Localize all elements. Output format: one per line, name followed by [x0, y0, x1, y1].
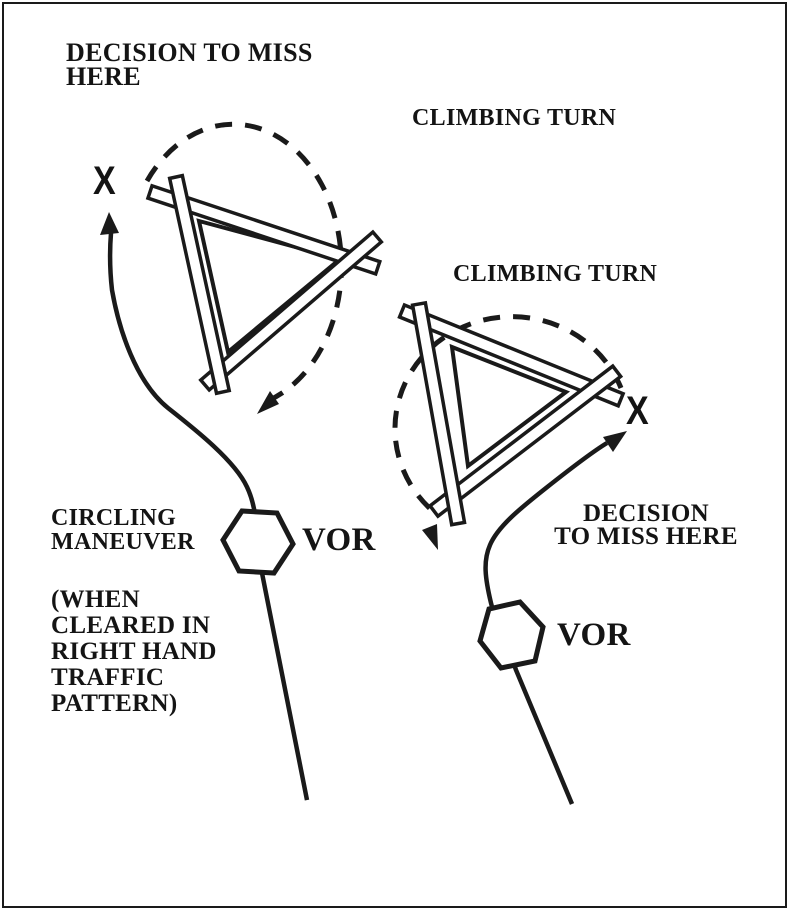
left-runway-symbol: [145, 173, 384, 396]
right-runway-inner-triangle: [449, 343, 571, 470]
left-climbing-turn-label: CLIMBING TURN: [412, 105, 617, 131]
right-diagram-art: [392, 300, 627, 805]
right-decision-to-miss-label: DECISION TO MISS HERE: [546, 500, 746, 550]
right-decision-line-1: DECISION: [582, 500, 710, 527]
right-climbing-turn-label: CLIMBING TURN: [453, 261, 658, 287]
right-runway-bar-vertical: [410, 300, 467, 527]
right-runway-symbol: [397, 300, 626, 527]
left-decision-line-1: DECISION TO MISS: [66, 38, 313, 67]
left-runway-bar-top: [145, 183, 382, 277]
right-runway-bar-diagonal: [427, 363, 624, 519]
left-climbing-turn-arc: [144, 121, 344, 405]
left-runway-bar-vertical: [167, 173, 232, 396]
right-decision-line-2: TO MISS HERE: [554, 523, 738, 550]
right-hand-pattern-note: (WHEN CLEARED IN RIGHT HAND TRAFFIC PATT…: [51, 587, 217, 717]
note-line-5: PATTERN): [51, 690, 178, 717]
circling-line-2: MANEUVER: [51, 529, 195, 555]
left-miss-point-marker: X: [93, 159, 116, 203]
note-line-3: RIGHT HAND: [51, 638, 217, 665]
left-runway-bar-diagonal: [198, 229, 384, 393]
left-diagram-art: [100, 121, 384, 801]
left-climbing-turn-arrowhead: [257, 391, 279, 414]
note-line-1: (WHEN: [51, 586, 140, 613]
right-climbing-turn-arc: [392, 314, 624, 515]
right-miss-point-marker: X: [626, 389, 649, 433]
right-runway-bar-top: [397, 302, 626, 409]
left-vor-label: VOR: [302, 522, 376, 558]
left-decision-to-miss-label: DECISION TO MISS HERE: [66, 38, 313, 91]
right-missed-approach-arrowhead: [603, 431, 627, 452]
left-missed-approach-arrowhead: [100, 212, 119, 235]
left-vor-hexagon: [220, 508, 296, 576]
right-vor-hexagon: [477, 599, 546, 671]
right-climbing-turn-arrowhead: [422, 524, 438, 550]
left-decision-line-2: HERE: [66, 62, 141, 91]
circling-line-1: CIRCLING: [51, 505, 177, 531]
note-line-2: CLEARED IN: [51, 612, 211, 639]
circling-maneuver-label: CIRCLING MANEUVER: [51, 506, 195, 554]
right-vor-label: VOR: [557, 617, 631, 653]
note-line-4: TRAFFIC: [51, 664, 165, 691]
